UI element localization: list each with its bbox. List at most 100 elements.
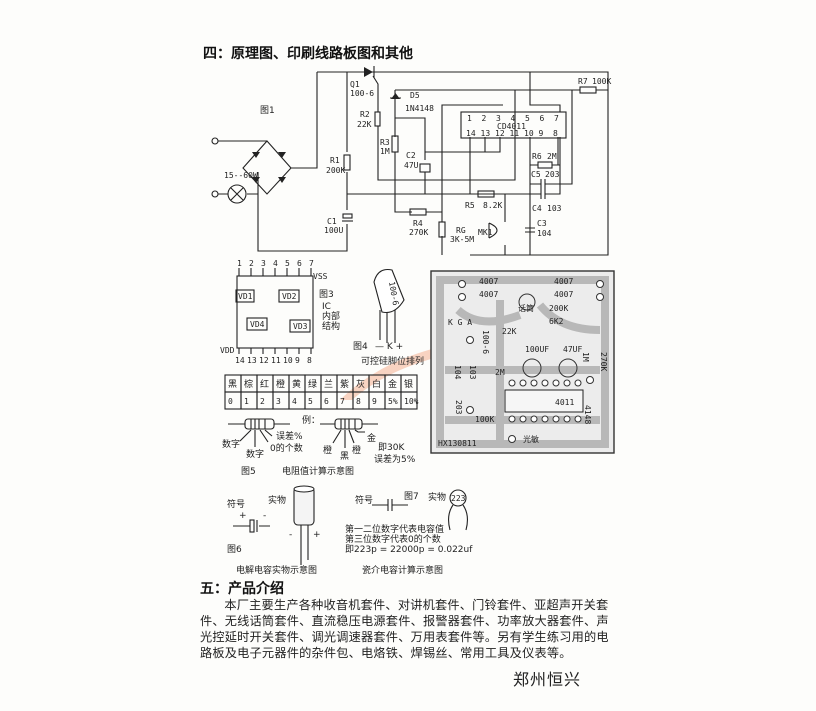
pin-number: 10 bbox=[283, 356, 293, 365]
resistor-r7 bbox=[579, 86, 597, 94]
gate-vd2: VD2 bbox=[282, 292, 297, 301]
rg-value: 3K-5M bbox=[450, 235, 474, 244]
microphone-mk1 bbox=[488, 222, 498, 239]
digit-label: 数字 bbox=[246, 448, 264, 460]
ic-pad bbox=[541, 379, 549, 387]
capacitor-c3 bbox=[525, 227, 535, 233]
color-name: 白 bbox=[372, 378, 381, 390]
ic-pin-number: 12 bbox=[495, 129, 505, 138]
cap-marking: 223 bbox=[451, 494, 466, 503]
note: 即223p = 22000p = 0.022uf bbox=[345, 544, 473, 555]
capacitor-outline bbox=[522, 358, 542, 378]
fig7-ceramic: 符号 图7 实物 223 第一二位数字代表电容值 第三位数字代表0的个数 即22… bbox=[345, 489, 473, 576]
q1-label: Q1 bbox=[350, 80, 360, 89]
r1-value: 200K bbox=[326, 166, 345, 175]
pin-number: 12 bbox=[259, 356, 269, 365]
pin-number: 4 bbox=[273, 259, 278, 268]
fig5-caption: 电阻值计算示意图 bbox=[282, 465, 354, 477]
c5-value: 203 bbox=[545, 170, 560, 179]
ic-pad bbox=[574, 415, 582, 423]
r5-value: 8.2K bbox=[483, 201, 502, 210]
color-name: 黑 bbox=[228, 379, 237, 390]
ic-pin-number: 13 bbox=[481, 129, 491, 138]
c1-value: 100U bbox=[324, 226, 343, 235]
section4-title: 四：原理图、印刷线路板图和其他 bbox=[203, 45, 413, 62]
fig7-caption: 瓷介电容计算示意图 bbox=[362, 564, 443, 576]
ic-pin-number: 11 bbox=[510, 129, 520, 138]
r6-label: R6 bbox=[532, 152, 542, 161]
resistor-r3 bbox=[391, 135, 399, 153]
color-value: 2 bbox=[260, 397, 265, 406]
scr-q1 bbox=[364, 66, 379, 112]
pin-number: 14 bbox=[235, 356, 245, 365]
ic-pad bbox=[508, 379, 516, 387]
color-name: 橙 bbox=[276, 378, 285, 390]
ic-pad bbox=[508, 415, 516, 423]
value-cell bbox=[400, 391, 418, 410]
color-name: 红 bbox=[260, 378, 269, 390]
pin-number: 6 bbox=[297, 259, 302, 268]
d5-value: 1N4148 bbox=[405, 104, 434, 113]
fig5-label: 图5 bbox=[241, 466, 256, 477]
solder-pad bbox=[508, 435, 516, 443]
fig7-label: 图7 bbox=[404, 491, 419, 502]
note: 第三位数字代表0的个数 bbox=[345, 533, 441, 545]
product-intro-paragraph: 本厂主要生产各种收音机套件、对讲机套件、门铃套件、亚超声开关套件、无线话筒套件、… bbox=[200, 598, 609, 660]
band-color: 金 bbox=[367, 432, 376, 444]
color-value: 3 bbox=[276, 397, 281, 406]
solder-pad bbox=[596, 280, 604, 288]
lamp-label: 15--60W bbox=[224, 171, 258, 180]
result-value: 即30K bbox=[378, 442, 405, 453]
ic-name: CD4011 bbox=[497, 122, 526, 131]
digit-label: 数字 bbox=[222, 438, 240, 450]
capacitor-outline bbox=[558, 358, 578, 378]
resistor-r6 bbox=[537, 161, 553, 169]
pcb-component-label: 4007 bbox=[554, 277, 573, 286]
r7-value: 100K bbox=[592, 77, 611, 86]
pin-number: 11 bbox=[271, 356, 281, 365]
r7-label: R7 bbox=[578, 77, 588, 86]
bridge-rectifier bbox=[242, 140, 318, 195]
capacitor-c5 bbox=[540, 179, 546, 189]
scr-marking: 100-6 bbox=[387, 281, 400, 306]
color-name: 黄 bbox=[292, 378, 301, 390]
color-value: 10% bbox=[404, 397, 419, 406]
fig4-scr-pinout: 100-6 图4 — K + 可控硅脚位排列 bbox=[353, 268, 424, 367]
color-name: 紫 bbox=[340, 379, 349, 390]
r4-value: 270K bbox=[409, 228, 428, 237]
pcb-component-label: 100-6 bbox=[481, 330, 490, 354]
result-tolerance: 误差为5% bbox=[374, 453, 416, 465]
ic-pad bbox=[563, 379, 571, 387]
ic-pin-number: 4 bbox=[511, 114, 516, 123]
c2-value: 47U bbox=[404, 161, 419, 170]
ac-terminal bbox=[211, 190, 219, 198]
symbol-label: 符号 bbox=[227, 498, 245, 510]
fig5-resistor-calc: 例： 数字 数字 0的个数 误差% 橙 黑 橙 金 即30K 误差为5% 图5 … bbox=[222, 414, 416, 477]
ic-pin-number: 10 bbox=[524, 129, 534, 138]
fig3-caption: 结构 bbox=[322, 320, 340, 332]
ic-pin-number: 9 bbox=[539, 129, 544, 138]
fig6-label: 图6 bbox=[227, 544, 242, 555]
r1-label: R1 bbox=[330, 156, 340, 165]
fig3-caption: 内部 bbox=[322, 310, 340, 322]
pcb-component-label: 6K2 bbox=[549, 317, 564, 326]
pin-number: 9 bbox=[295, 356, 300, 365]
lamp-icon bbox=[227, 184, 247, 204]
c4-label: C4 bbox=[532, 204, 542, 213]
color-value: 5% bbox=[388, 397, 398, 406]
color-value: 9 bbox=[372, 397, 377, 406]
symbol-label: 符号 bbox=[355, 494, 373, 506]
r5-label: R5 bbox=[465, 201, 475, 210]
pcb-component-label: 100K bbox=[475, 415, 494, 424]
pcb-component-label: 104 bbox=[453, 365, 462, 380]
ic-pin-number: 2 bbox=[482, 114, 487, 123]
resistor-r2 bbox=[374, 111, 381, 127]
circuit-schematic: 图1 15--60W Q1 100-6 R2 22K R1 200K C1 10… bbox=[211, 66, 611, 256]
fig1-label: 图1 bbox=[260, 105, 275, 116]
example-label: 例： bbox=[302, 414, 320, 426]
pin-number: 5 bbox=[285, 259, 290, 268]
ic-pad bbox=[552, 415, 560, 423]
